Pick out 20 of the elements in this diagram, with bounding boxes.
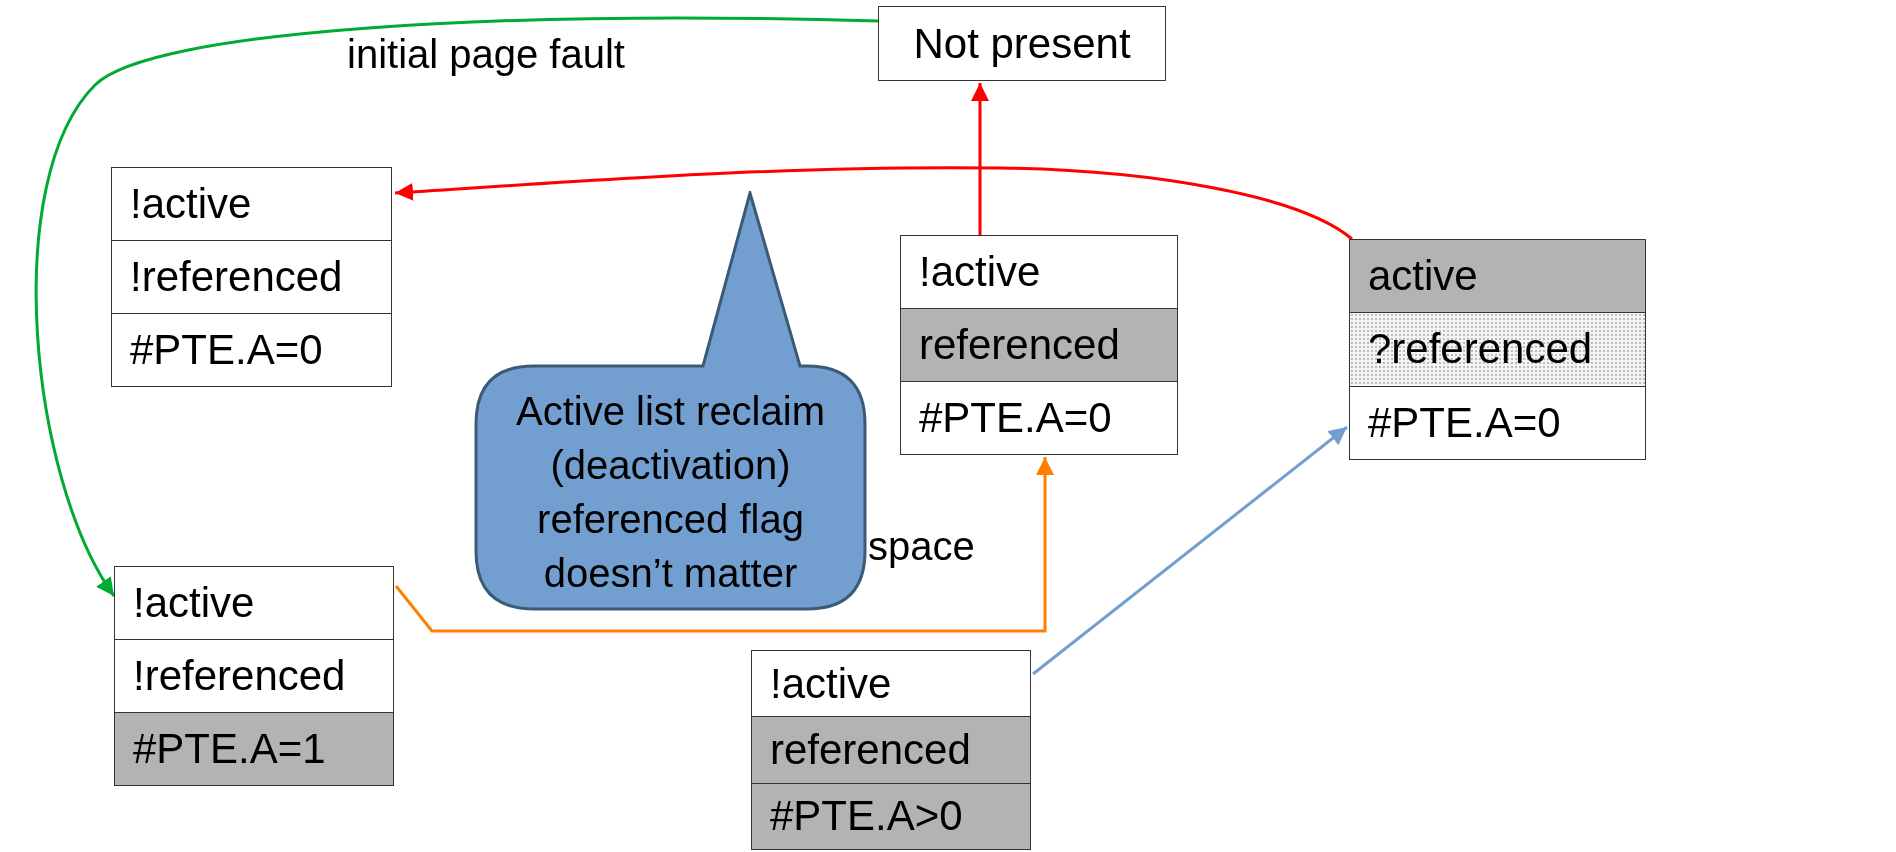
arrow bbox=[394, 166, 1353, 241]
state-table bbox=[1349, 239, 1646, 460]
arrow bbox=[1032, 425, 1348, 676]
state-label: Not present bbox=[913, 19, 1131, 68]
arrow bbox=[34, 16, 879, 597]
flag-row: #PTE.A>0 bbox=[752, 783, 1030, 849]
flag-row: ?referenced bbox=[1350, 313, 1645, 387]
arrow bbox=[394, 457, 1054, 633]
state-box bbox=[878, 6, 1166, 81]
state-table bbox=[900, 235, 1178, 455]
flag-row: referenced bbox=[752, 717, 1030, 784]
callout-text: Active list reclaim (deactivation) referenced flag doesn’t matter bbox=[515, 388, 826, 597]
flag-row: active bbox=[1350, 240, 1645, 314]
state-table bbox=[111, 167, 392, 387]
note-text: space bbox=[868, 524, 975, 569]
state-table bbox=[114, 566, 394, 786]
state-table bbox=[751, 650, 1031, 850]
arrow bbox=[971, 83, 989, 235]
flag-row: #PTE.A=1 bbox=[115, 713, 393, 785]
flag-row: referenced bbox=[901, 309, 1177, 382]
